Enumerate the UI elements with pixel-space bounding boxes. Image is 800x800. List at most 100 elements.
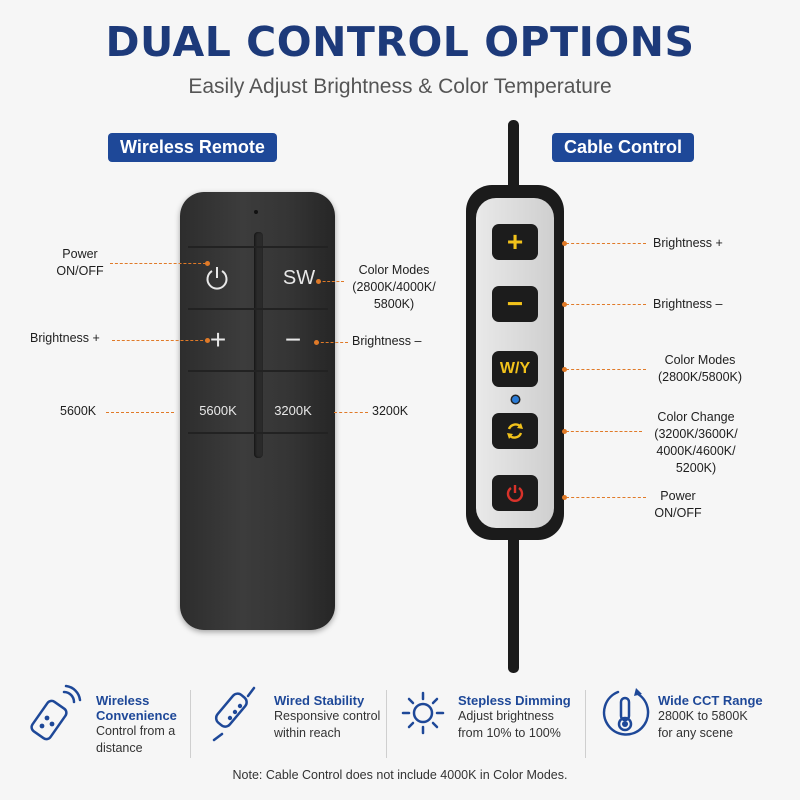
label-line: 5200K) [675,461,717,475]
label-remote-brightness-plus: Brightness + [30,331,100,345]
label-line: Power [62,247,98,261]
feature-desc: distance [96,741,143,755]
feature-title: Wide CCT Range [658,693,763,708]
label-remote-power: Power ON/OFF [52,246,108,280]
footnote: Note: Cable Control does not include 400… [232,768,568,782]
remote-brightness-plus-button[interactable]: + [209,324,227,355]
label-line: ON/OFF [56,264,104,278]
leader-dot [205,338,210,343]
label-line: 4000K/4600K/ [656,444,736,458]
wireless-remote: SW + − 5600K 3200K [180,192,335,630]
label-line: (3200K/3600K/ [654,427,738,441]
label-remote-5600k: 5600K [60,404,97,418]
cable-brightness-plus-button[interactable]: + [492,224,538,260]
label-cable-brightness-minus: Brightness – [653,297,723,311]
label-cable-color-modes: Color Modes (2800K/5800K) [652,352,748,386]
center-divider [254,232,263,458]
label-remote-3200k: 3200K [372,404,409,418]
label-line: Color Modes [664,353,736,367]
power-icon [206,267,228,290]
button-separator [188,308,328,310]
remote-3200k-button[interactable]: 3200K [274,403,312,418]
plus-glyph: + [506,226,524,257]
leader-dot [316,279,321,284]
feature-desc: within reach [274,726,341,740]
feature-title: Convenience [96,708,177,723]
label-line: 5800K) [373,297,415,311]
leader-line [566,497,646,498]
feature-desc: for any scene [658,726,734,740]
feature-title: Stepless Dimming [458,693,571,708]
feature-desc: Responsive control [274,709,381,723]
feature-desc: 2800K to 5800K [658,709,748,723]
cable-power-button[interactable] [492,475,538,511]
leader-line [318,281,344,282]
label-cable-power: Power ON/OFF [648,488,708,522]
feature-wireless-convenience: Wireless Convenience Control from a dist… [96,693,177,757]
leader-line [112,340,208,341]
leader-line [566,431,642,432]
leader-dot [314,340,319,345]
feature-sun-icon-wrap [400,690,446,741]
label-remote-brightness-minus: Brightness – [352,334,422,348]
leader-dot [562,367,567,372]
label-line: Power [660,489,696,503]
cable-wire-top [508,120,519,188]
feature-wired-stability: Wired Stability Responsive control withi… [274,693,380,742]
leader-line [106,412,174,413]
cable-control-icon [212,686,256,742]
leader-dot [562,302,567,307]
button-separator [188,370,328,372]
label-line: Color Modes [358,263,430,277]
label-cable-color-change: Color Change (3200K/3600K/ 4000K/4600K/ … [648,409,744,477]
wireless-remote-tag: Wireless Remote [108,133,277,162]
feature-title: Wired Stability [274,693,365,708]
remote-sw-button[interactable]: SW [282,267,316,289]
leader-line [110,263,206,264]
label-line: ON/OFF [654,506,702,520]
feature-wide-cct-range: Wide CCT Range 2800K to 5800K for any sc… [658,693,763,742]
feature-divider [190,690,191,758]
label-line: (2800K/4000K/ [352,280,436,294]
label-line: (2800K/5800K) [657,370,743,384]
remote-power-button[interactable] [182,254,252,302]
leader-dot [562,241,567,246]
leader-dot [562,495,567,500]
thermometer-icon [602,688,650,736]
leader-line [566,243,646,244]
feature-divider [585,690,586,758]
cycle-arrows-icon [507,423,523,439]
ir-sensor-dot [254,210,258,214]
leader-line [566,369,646,370]
cable-wire-bottom [508,537,519,673]
feature-thermometer-icon-wrap [598,684,652,747]
feature-divider [386,690,387,758]
remote-icon [30,684,82,741]
leader-dot [562,429,567,434]
power-icon [506,485,524,502]
cable-brightness-minus-button[interactable]: − [492,286,538,322]
leader-line [316,342,348,343]
leader-line [334,412,368,413]
cable-color-change-button[interactable] [492,413,538,449]
leader-line [566,304,646,305]
remote-5600k-button[interactable]: 5600K [199,403,237,418]
label-line: Color Change [657,410,735,424]
feature-remote-icon-wrap [30,682,84,747]
feature-desc: from 10% to 100% [458,726,561,740]
feature-title: Wireless [96,693,150,708]
minus-glyph: − [506,288,524,319]
page-title: DUAL CONTROL OPTIONS [105,18,695,66]
feature-desc: Adjust brightness [458,709,554,723]
button-separator [188,432,328,434]
cable-control-tag: Cable Control [552,133,695,162]
cable-color-mode-button[interactable]: W/Y [492,351,538,387]
remote-brightness-minus-button[interactable]: − [284,324,302,355]
feature-cable-icon-wrap [208,684,264,747]
leader-dot [205,261,210,266]
status-led [512,396,519,403]
sun-icon [401,691,445,735]
feature-stepless-dimming: Stepless Dimming Adjust brightness from … [458,693,571,742]
button-separator [188,246,328,248]
label-remote-color-modes: Color Modes (2800K/4000K/ 5800K) [340,262,448,313]
